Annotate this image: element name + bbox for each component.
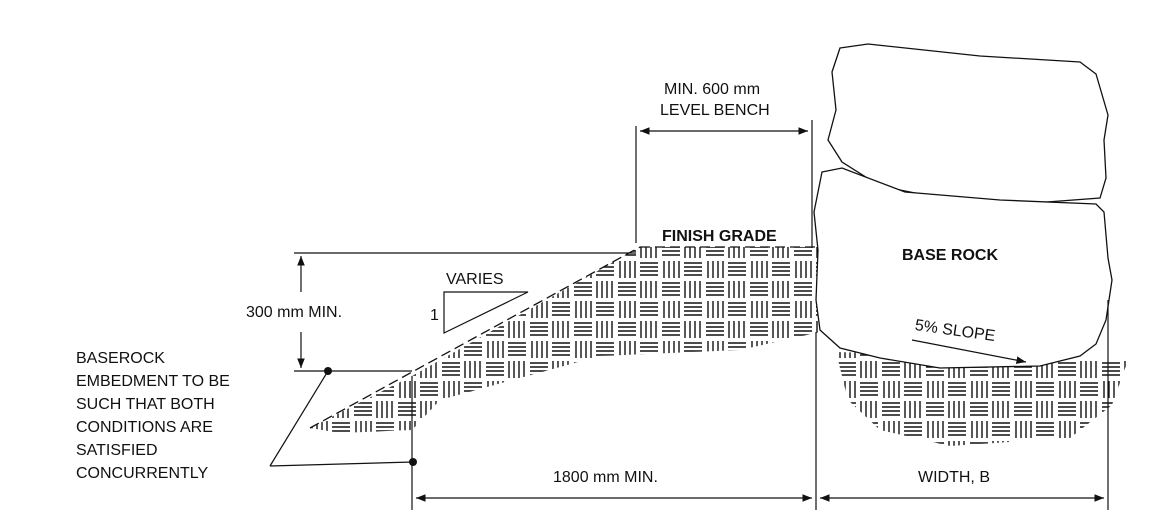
leader-line-lower: [269, 461, 414, 467]
slope-ratio-triangle: [443, 291, 529, 334]
bench-label-line2: LEVEL BENCH: [660, 102, 770, 119]
leader-dot-upper: [324, 367, 332, 375]
ratio-one-label: 1: [430, 307, 439, 324]
base-rock-label: BASE ROCK: [902, 247, 999, 264]
width-b-label: WIDTH, B: [918, 469, 990, 486]
note-line: EMBEDMENT TO BE: [76, 373, 230, 390]
embankment-soil: [310, 247, 820, 433]
note-line: SATISFIED: [76, 442, 158, 459]
upper-rock: [827, 43, 1109, 205]
base-rock-shape: [813, 167, 1113, 369]
bench-label-line1: MIN. 600 mm: [664, 81, 761, 98]
note-line: CONDITIONS ARE: [76, 419, 213, 436]
leader-dot-lower: [409, 458, 417, 466]
embedment-note: BASEROCK EMBEDMENT TO BE SUCH THAT BOTH …: [76, 347, 230, 485]
leader-line-upper: [269, 370, 329, 467]
foundation-soil: [836, 352, 1128, 446]
note-line: BASEROCK: [76, 350, 165, 367]
slope-arrow: [911, 339, 1027, 364]
finish-grade-label: FINISH GRADE: [662, 228, 777, 245]
finish-grade-slope: [309, 246, 641, 429]
min300-label: 300 mm MIN.: [246, 304, 343, 321]
note-line: CONCURRENTLY: [76, 465, 209, 482]
min1800-label: 1800 mm MIN.: [553, 469, 658, 486]
varies-label: VARIES: [446, 271, 504, 288]
note-line: SUCH THAT BOTH: [76, 396, 215, 413]
